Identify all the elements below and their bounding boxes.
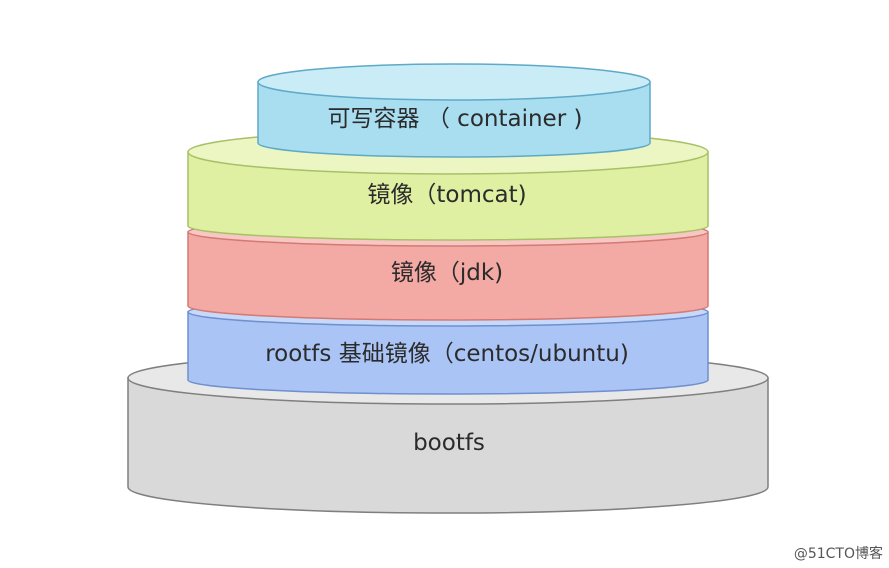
container-body [257, 81, 651, 158]
watermark: @51CTO博客 [793, 546, 883, 562]
layer-container [257, 63, 651, 158]
container-top [257, 63, 651, 101]
tomcat-label: 镜像（tomcat) [367, 182, 527, 208]
jdk-body [187, 231, 709, 321]
rootfs-label: rootfs 基础镜像（centos/ubuntu) [265, 341, 629, 367]
bootfs-body [127, 377, 769, 514]
container-label: 可写容器 （ container ) [327, 106, 583, 132]
jdk-label: 镜像（jdk) [390, 260, 504, 286]
bootfs-label: bootfs [413, 430, 485, 456]
tomcat-body [187, 151, 709, 241]
rootfs-body [187, 311, 709, 395]
